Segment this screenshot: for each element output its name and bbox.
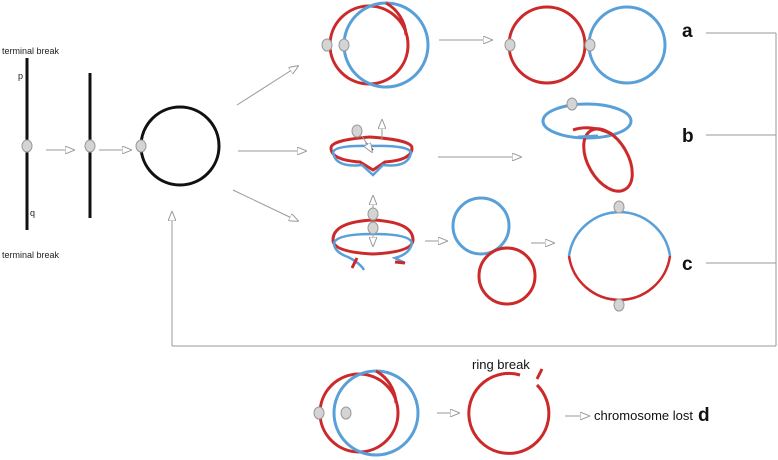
centromere-dot: [367, 221, 379, 235]
row-c-dicentric-rings: [451, 196, 537, 306]
centromere-dot: [367, 207, 379, 221]
panel-b-label: b: [682, 126, 694, 147]
row-a-separated-rings: [504, 5, 667, 85]
row-d-broken-ring: [467, 368, 551, 455]
row-b-catenated-rings: [541, 97, 634, 193]
centromere-dot: [135, 139, 147, 153]
ring-chromosome-black: [135, 105, 221, 187]
centromere-dot: [84, 139, 96, 153]
row-b-interlocked-rings: [329, 120, 414, 177]
linear-chromosome-1: [21, 58, 33, 230]
centromere-dot: [21, 139, 33, 153]
ring-break-label: ring break: [472, 357, 530, 372]
chromosome-lost-label: chromosome lost: [594, 408, 693, 423]
arrow-to-c: [232, 189, 298, 221]
panel-c-label: c: [682, 254, 693, 275]
centromere-dot: [321, 38, 333, 52]
centromere-dot: [613, 298, 625, 312]
centromere-dot: [613, 200, 625, 214]
centromere-dot: [566, 97, 578, 111]
feedback-bracket: [172, 32, 777, 347]
p-arm-label: p: [18, 71, 23, 81]
linear-chromosome-2: [84, 73, 96, 218]
arrow-to-a: [236, 66, 298, 106]
row-a-overlapping-rings: [321, 1, 430, 89]
row-c-large-dicentric-ring: [567, 200, 672, 312]
q-arm-label: q: [30, 208, 35, 218]
row-d-overlapping-rings: [313, 369, 420, 457]
centromere-dot: [313, 406, 325, 420]
panel-a-label: a: [682, 21, 693, 42]
terminal-break-top-label: terminal break: [2, 46, 60, 56]
centromere-dot: [351, 124, 363, 138]
panel-d-label: d: [698, 405, 710, 426]
centromere-dot: [584, 38, 596, 52]
centromere-dot: [340, 406, 352, 420]
row-c-double-crossing-rings: [331, 196, 415, 271]
centromere-dot: [338, 38, 350, 52]
centromere-dot: [504, 38, 516, 52]
terminal-break-bottom-label: terminal break: [2, 250, 60, 260]
